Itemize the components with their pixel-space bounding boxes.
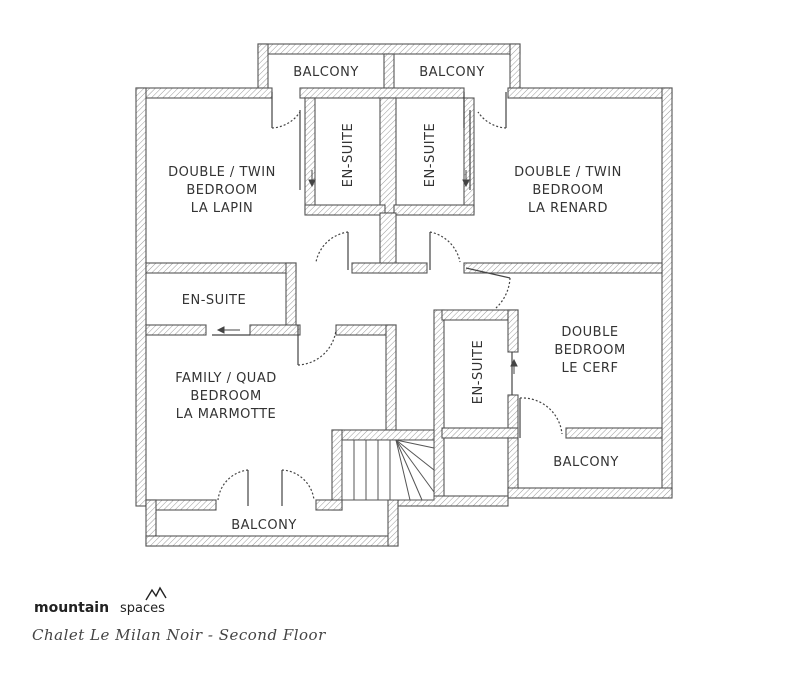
ensuite-top-left-label: EN-SUITE bbox=[341, 123, 356, 187]
ensuite-cerf-label: EN-SUITE bbox=[471, 340, 486, 404]
balcony-bottom-right-label: BALCONY bbox=[553, 455, 619, 470]
renard-label-line2: BEDROOM bbox=[532, 183, 603, 198]
mountain-mark-icon bbox=[145, 586, 167, 601]
brand-main: mountain bbox=[34, 600, 109, 616]
renard-label-line3: LA RENARD bbox=[528, 201, 608, 216]
balcony-top-right-label: BALCONY bbox=[419, 65, 485, 80]
lapin-label-line1: DOUBLE / TWIN bbox=[168, 165, 276, 180]
ensuite-left-label: EN-SUITE bbox=[182, 293, 246, 308]
lapin-label-line3: LA LAPIN bbox=[191, 201, 253, 216]
cerf-label-line3: LE CERF bbox=[562, 361, 619, 376]
ensuite-top-right-label: EN-SUITE bbox=[423, 123, 438, 187]
marmotte-label-line2: BEDROOM bbox=[190, 389, 261, 404]
walls bbox=[135, 43, 673, 547]
arrows bbox=[216, 170, 518, 374]
balcony-top-left-label: BALCONY bbox=[293, 65, 359, 80]
doors bbox=[212, 92, 563, 506]
marmotte-label-line1: FAMILY / QUAD bbox=[175, 371, 276, 386]
brand-logo: mountain spaces bbox=[34, 586, 167, 616]
room-renard: DOUBLE / TWIN BEDROOM LA RENARD bbox=[514, 165, 622, 216]
brand-sub: spaces bbox=[120, 601, 165, 616]
marmotte-label-line3: LA MARMOTTE bbox=[176, 407, 277, 422]
floor-caption: Chalet Le Milan Noir - Second Floor bbox=[32, 626, 326, 644]
balcony-bottom-left-label: BALCONY bbox=[231, 518, 297, 533]
lapin-label-line2: BEDROOM bbox=[186, 183, 257, 198]
room-marmotte: FAMILY / QUAD BEDROOM LA MARMOTTE bbox=[175, 371, 276, 422]
cerf-label-line2: BEDROOM bbox=[554, 343, 625, 358]
room-lapin: DOUBLE / TWIN BEDROOM LA LAPIN bbox=[168, 165, 276, 216]
renard-label-line1: DOUBLE / TWIN bbox=[514, 165, 622, 180]
cerf-label-line1: DOUBLE bbox=[561, 325, 618, 340]
room-cerf: DOUBLE BEDROOM LE CERF bbox=[554, 325, 625, 376]
staircase bbox=[341, 439, 435, 501]
